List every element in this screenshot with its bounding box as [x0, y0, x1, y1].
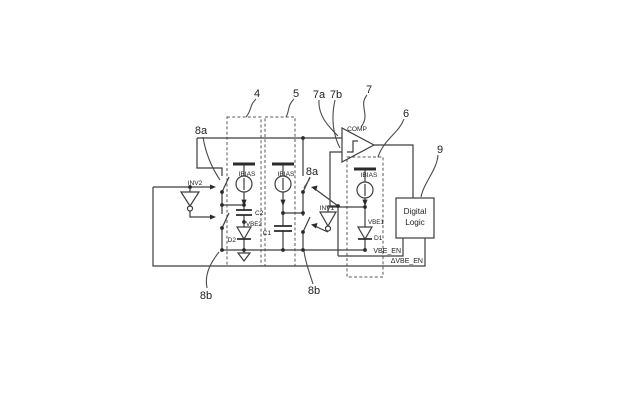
- switch-8a-left-arm: [221, 176, 230, 193]
- leader-8b-left: [205, 251, 220, 289]
- label-8b-mid: 8b: [308, 285, 320, 297]
- label-ibias-3: IBIAS: [361, 172, 378, 179]
- label-4: 4: [254, 88, 260, 100]
- components: [179, 127, 435, 262]
- label-8b-left: 8b: [200, 290, 212, 302]
- diode-d1-icon: [356, 226, 374, 241]
- hysteresis-icon: [347, 140, 358, 153]
- current-source-1-icon: [235, 175, 253, 193]
- text-labels: 4 5 7a 7b 7 6 9 8a 8a 8b 8b COMP IBIAS I…: [188, 84, 443, 302]
- control-arrow-8b-mid-icon: [311, 223, 318, 229]
- current-arrow-1-icon: [241, 199, 247, 206]
- label-vbe1: VBE1: [368, 219, 384, 226]
- inverter-inv2-bubble: [186, 205, 194, 212]
- diode-d2-icon: [235, 226, 253, 241]
- label-5: 5: [293, 88, 299, 100]
- label-comp: COMP: [347, 126, 367, 133]
- label-8a-left: 8a: [195, 125, 208, 137]
- label-logic: Logic: [405, 218, 425, 227]
- inverter-inv2-icon: [179, 191, 201, 208]
- leader-9: [420, 154, 439, 198]
- control-arrow-8a-left-icon: [210, 184, 216, 190]
- inverter-inv1-icon: [318, 211, 338, 228]
- wire-inv1-input: [327, 205, 338, 212]
- capacitor-c1-icon: [274, 225, 292, 232]
- leader-8b-mid: [303, 250, 314, 285]
- current-source-3-icon: [356, 181, 374, 199]
- label-9: 9: [437, 144, 443, 156]
- leader-7b: [332, 99, 341, 149]
- junction-dots: [188, 136, 367, 252]
- label-ibias-2: IBIAS: [278, 171, 295, 178]
- leader-7a: [318, 99, 339, 137]
- leader-5: [285, 98, 295, 118]
- wire-vbe-en: [338, 238, 404, 257]
- wire-delta-vbe-en: [152, 187, 426, 267]
- wire-comp-output: [374, 144, 414, 198]
- wires: [152, 137, 426, 267]
- leader-6: [377, 118, 405, 158]
- label-7: 7: [366, 84, 372, 96]
- label-8a-mid: 8a: [306, 166, 319, 178]
- label-digital: Digital: [404, 207, 427, 216]
- label-7b: 7b: [330, 89, 342, 101]
- capacitor-c2-icon: [236, 209, 252, 216]
- label-ibias-1: IBIAS: [239, 171, 256, 178]
- current-source-2-icon: [274, 175, 292, 193]
- label-inv2: INV2: [188, 180, 203, 187]
- label-c2: C2: [255, 210, 264, 217]
- leader-7: [360, 94, 368, 128]
- leader-lines: [202, 94, 439, 289]
- label-7a: 7a: [313, 89, 326, 101]
- wire-left-rail: [196, 138, 223, 176]
- label-d1: D1: [374, 235, 383, 242]
- label-c1: C1: [263, 230, 272, 237]
- current-arrow-3-icon: [362, 199, 368, 206]
- digital-logic-box: [395, 197, 435, 239]
- leader-8a-left: [202, 136, 221, 181]
- wire-inv2-output: [189, 211, 210, 218]
- comparator-icon: [341, 127, 376, 163]
- label-vbe-en: VBE_EN: [373, 248, 401, 255]
- label-delta-vbe-en: ΔVBE_EN: [391, 258, 423, 265]
- switch-8b-mid-arm: [302, 216, 311, 233]
- control-arrow-8b-left-icon: [210, 214, 216, 220]
- label-vbe2: VBE2: [246, 221, 262, 228]
- wire-inv1-control-upper: [314, 188, 339, 207]
- dashed-box-6: [346, 156, 384, 278]
- wire-vbe1-to-comp: [329, 151, 365, 208]
- current-arrow-2-icon: [280, 199, 286, 206]
- ground-icon: [236, 252, 252, 262]
- label-inv1: INV1: [320, 205, 335, 212]
- switch-8b-left-arm: [221, 212, 230, 229]
- label-6: 6: [403, 108, 409, 120]
- leader-4: [245, 98, 257, 118]
- leader-8a-mid: [303, 177, 311, 189]
- control-arrow-8a-mid-icon: [311, 185, 318, 191]
- inverter-inv1-bubble: [324, 225, 332, 232]
- label-d2: D2: [228, 237, 237, 244]
